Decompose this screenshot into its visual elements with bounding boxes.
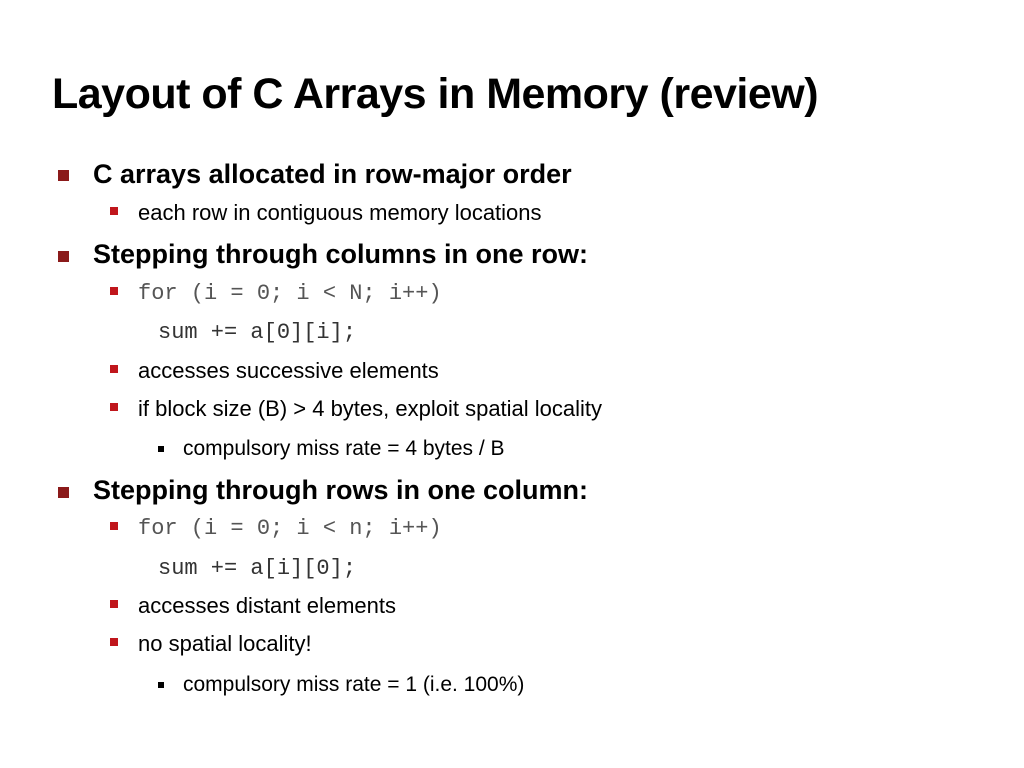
code-line: sum += a[i][0]; xyxy=(158,556,357,581)
bullet-text: if block size (B) > 4 bytes, exploit spa… xyxy=(138,396,603,421)
level3-bullet-icon xyxy=(158,682,164,688)
level1-bullet-icon xyxy=(58,251,69,262)
code-line: for (i = 0; i < n; i++) xyxy=(138,516,442,541)
level2-bullet-icon xyxy=(110,207,118,215)
level2-bullet-icon xyxy=(110,403,118,411)
code-line: for (i = 0; i < N; i++) xyxy=(138,281,442,306)
slide-title: Layout of C Arrays in Memory (review) xyxy=(52,70,819,118)
bullet-text: compulsory miss rate = 4 bytes / B xyxy=(183,437,505,460)
bullet-text: accesses successive elements xyxy=(138,358,439,383)
code-line: sum += a[0][i]; xyxy=(158,320,357,345)
bullet-text: accesses distant elements xyxy=(138,593,397,618)
bullet-text: no spatial locality! xyxy=(138,631,312,656)
level2-bullet-icon xyxy=(110,287,118,295)
bullet-text: C arrays allocated in row-major order xyxy=(93,159,572,189)
level2-bullet-icon xyxy=(110,638,118,646)
bullet-text: Stepping through rows in one column: xyxy=(93,475,588,505)
bullet-text: Stepping through columns in one row: xyxy=(93,239,588,269)
level1-bullet-icon xyxy=(58,170,69,181)
bullet-text: each row in contiguous memory locations xyxy=(138,200,542,225)
level2-bullet-icon xyxy=(110,600,118,608)
level3-bullet-icon xyxy=(158,446,164,452)
level2-bullet-icon xyxy=(110,522,118,530)
level1-bullet-icon xyxy=(58,487,69,498)
level2-bullet-icon xyxy=(110,365,118,373)
bullet-text: compulsory miss rate = 1 (i.e. 100%) xyxy=(183,673,525,696)
